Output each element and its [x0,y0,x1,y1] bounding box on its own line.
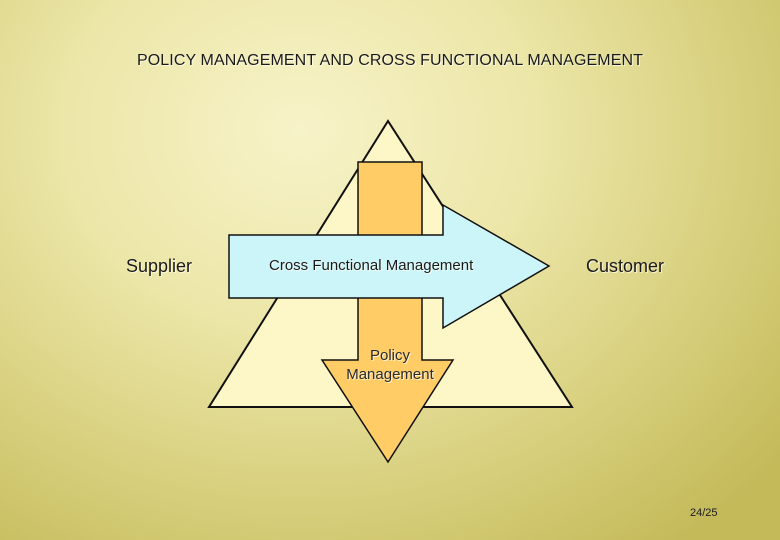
cross-functional-label: Cross Functional Management [269,257,474,274]
supplier-label: Supplier [126,256,193,276]
page-number: 24/25 [690,507,718,519]
policy-management-label: Policy Management [346,347,434,383]
customer-label: Customer [586,256,665,276]
slide-title: POLICY MANAGEMENT AND CROSS FUNCTIONAL M… [136,52,643,69]
cross-functional-arrow [228,203,551,330]
